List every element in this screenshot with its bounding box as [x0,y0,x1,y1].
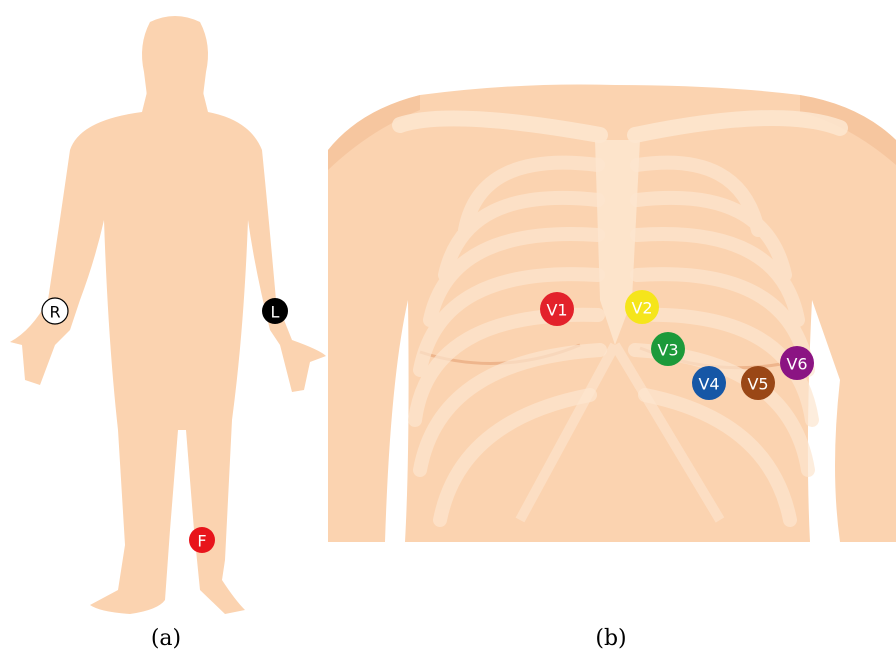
electrode-v5: V5 [741,366,775,400]
electrode-v6: V6 [780,346,814,380]
electrode-v4: V4 [692,366,726,400]
electrode-v4-label: V4 [698,375,719,394]
electrode-f-label: F [197,532,206,551]
electrode-v1: V1 [540,292,574,326]
chest-panel [328,80,896,542]
electrode-l: L [262,298,288,324]
caption-a: (a) [151,626,181,651]
electrode-l-label: L [271,303,280,322]
electrode-v6-label: V6 [786,355,807,374]
electrode-v3: V3 [651,332,685,366]
electrode-v2: V2 [625,290,659,324]
electrode-r: R [42,298,68,324]
electrode-v1-label: V1 [546,301,567,320]
electrode-v2-label: V2 [631,299,652,318]
electrode-v5-label: V5 [747,375,768,394]
caption-b: (b) [595,626,626,651]
electrode-r-label: R [49,303,60,322]
electrode-f: F [189,527,215,553]
electrode-v3-label: V3 [657,341,678,360]
